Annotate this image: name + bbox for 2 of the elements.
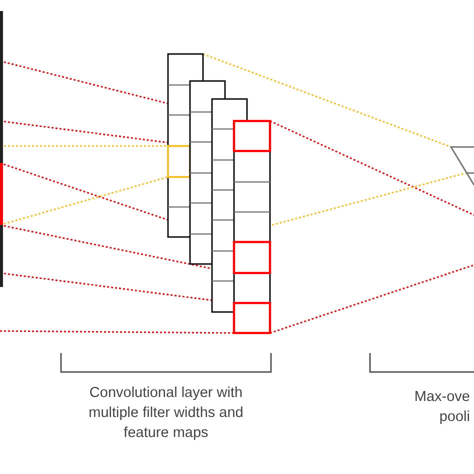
layer-caption: Convolutional layer with multiple filter widths and feature maps [88,384,244,443]
layer-caption: Max-ove pooli [413,388,470,427]
